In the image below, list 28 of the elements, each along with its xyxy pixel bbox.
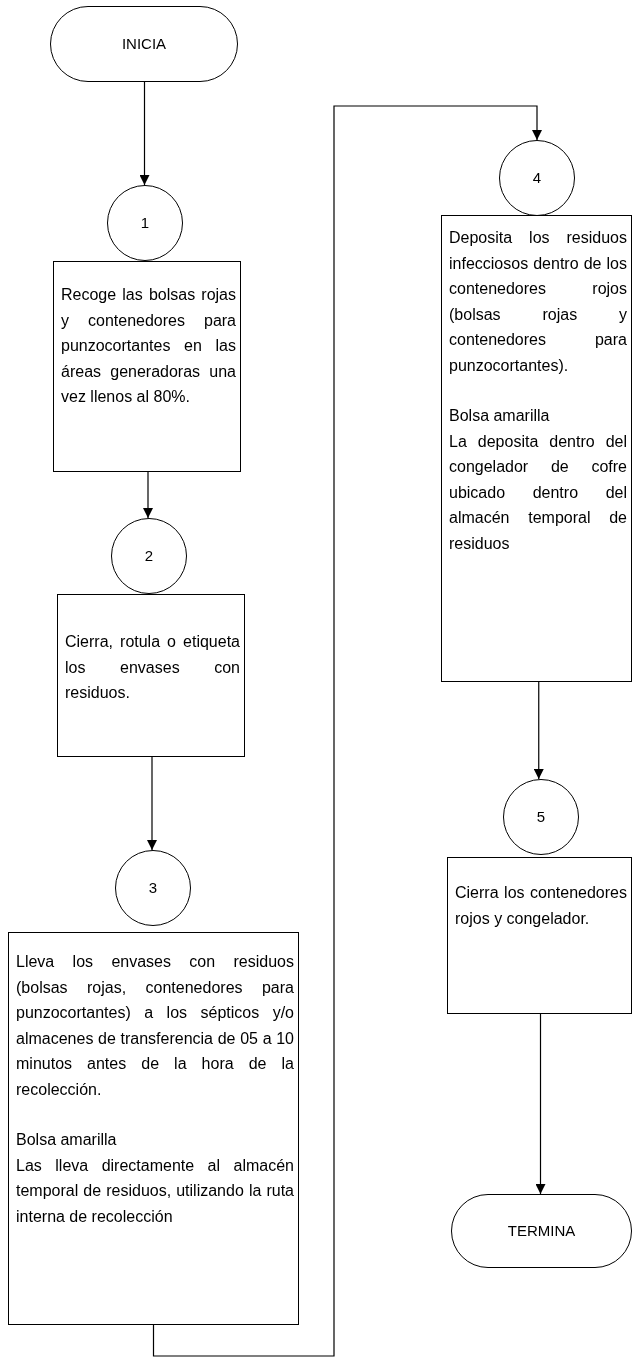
arrow [535,1013,546,1195]
step-text: Deposita los residuos infecciosos dentro de los contenedores rojos (bolsas rojas y contenedores para punzocortantes). [449,228,627,376]
step-text: Las lleva directamente al almacén temporal de residuos, utilizando la ruta interna de recolección [16,1155,294,1227]
step-text: 4 [532,167,542,188]
note-heading: Bolsa amarilla [16,1130,118,1150]
step-text: La deposita dentro del congelador de cofre ubicado dentro del almacén temporal de residuos [449,431,627,554]
process-box [441,215,632,682]
arrow [152,105,542,1357]
arrow [533,681,544,780]
arrow [143,471,153,519]
process-box [57,594,245,757]
process-box [53,261,241,472]
process-box [447,857,632,1014]
step-text: INICIA [121,33,167,54]
arrow [139,81,150,186]
step-text: Cierra los contenedores rojos y congelador. [455,883,627,929]
step-text: 5 [536,806,546,827]
terminal-node [451,1194,632,1268]
step-text: Cierra, rotula o etiqueta los envases con residuos. [65,632,240,703]
step-text: Recoge las bolsas rojas y contenedores para punzocortantes en las áreas generadoras una vez llenos al 80%. [61,285,236,407]
arrow [147,756,157,851]
step-text: 3 [148,877,158,898]
step-text: 1 [140,212,150,233]
step-text: TERMINA [507,1220,576,1241]
process-box [8,932,299,1325]
step-text: Lleva los envases con residuos (bolsas rojas, contenedores para punzocortantes) a los sépticos y/o almacenes de transferencia de 05 a 10 minutos antes de la hora de la recolección. [16,952,294,1100]
step-text: 2 [144,545,154,566]
note-heading: Bolsa amarilla [449,406,551,426]
